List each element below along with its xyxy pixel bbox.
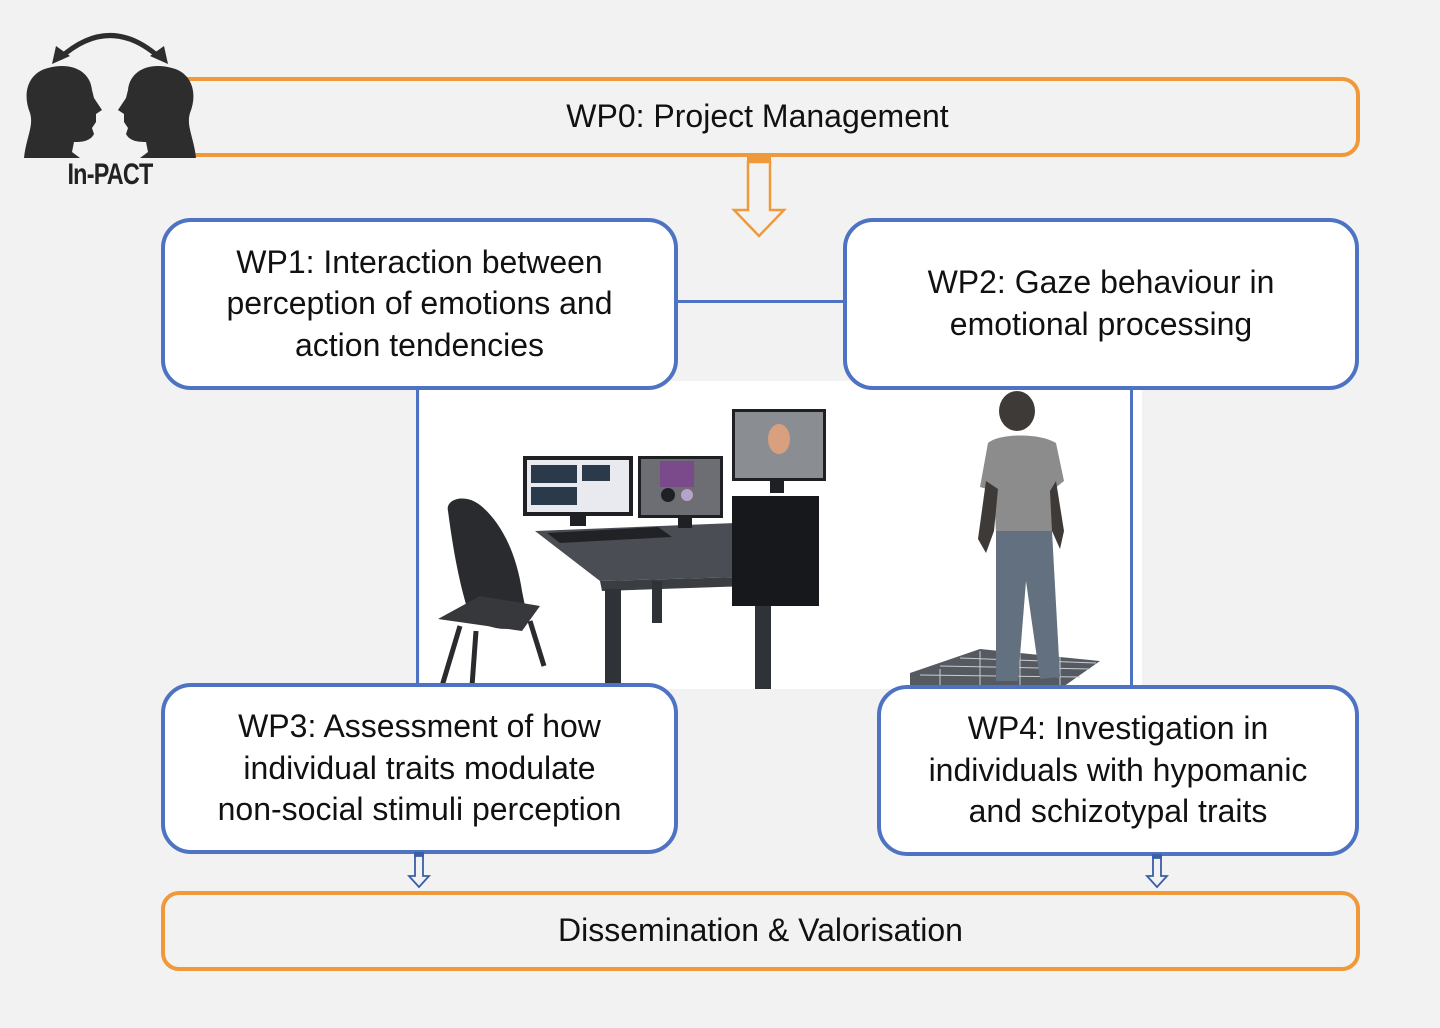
wp2-box: WP2: Gaze behaviour in emotional process… [843, 218, 1359, 390]
wp0-project-management-box: WP0: Project Management [155, 77, 1360, 157]
wp4-label: WP4: Investigation in individuals with h… [928, 710, 1308, 830]
two-faces-exchange-icon [24, 33, 196, 158]
dissemination-valorisation-box: Dissemination & Valorisation [161, 891, 1360, 971]
wp3-down-arrow-icon [406, 852, 432, 889]
left-vertical-connector [416, 388, 419, 686]
down-arrow-icon [731, 156, 787, 238]
logo [10, 18, 210, 198]
wp1-label: WP1: Interaction between perception of e… [226, 243, 613, 363]
wp3-box: WP3: Assessment of how individual traits… [161, 683, 678, 854]
right-vertical-connector [1130, 388, 1133, 686]
lab-setup-illustration [438, 409, 826, 689]
lab-scene-image [420, 381, 1142, 689]
wp1-wp2-connector [675, 300, 845, 303]
dissemination-label: Dissemination & Valorisation [558, 912, 963, 949]
wp3-label: WP3: Assessment of how individual traits… [217, 708, 622, 828]
wp1-box: WP1: Interaction between perception of e… [161, 218, 678, 390]
wp4-box: WP4: Investigation in individuals with h… [877, 685, 1359, 856]
logo-label: In-PACT [67, 158, 153, 191]
standing-avatar-illustration [910, 391, 1100, 689]
wp2-label: WP2: Gaze behaviour in emotional process… [927, 264, 1275, 342]
wp4-down-arrow-icon [1144, 854, 1170, 889]
wp0-label: WP0: Project Management [566, 98, 949, 135]
